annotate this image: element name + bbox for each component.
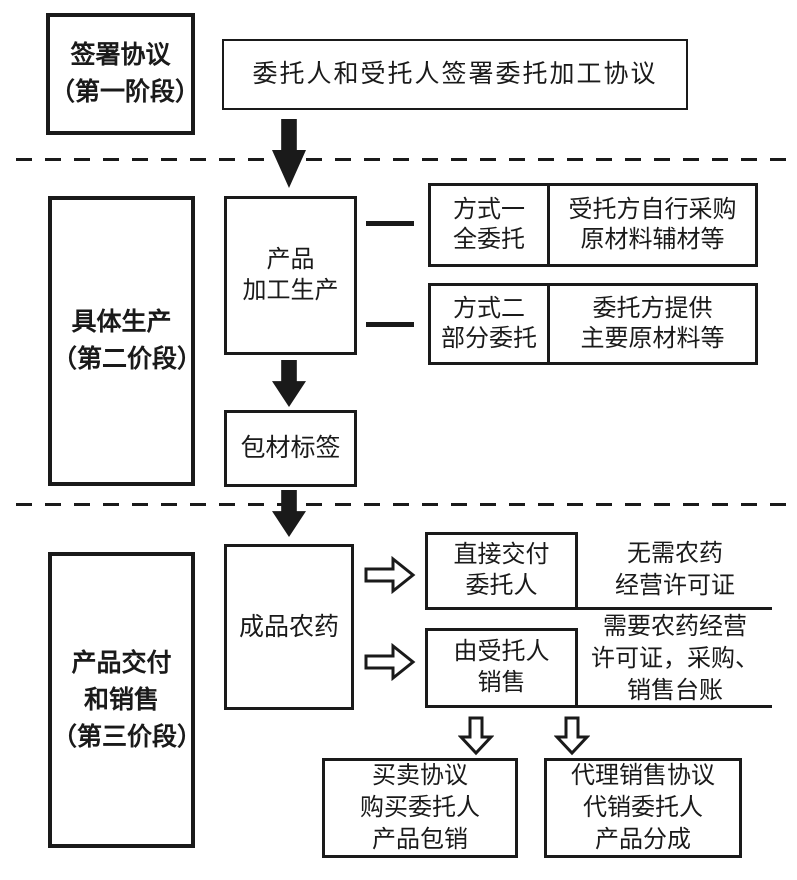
connector-dash-2: [366, 322, 414, 327]
right-arrow-icon: [364, 556, 416, 594]
delivery-direct-note: 无需农药 经营许可证: [578, 532, 772, 610]
mode1-name: 方式一 全委托: [431, 186, 550, 264]
stage1-label: 签署协议 （第一阶段）: [46, 13, 200, 135]
stage-divider-2: [16, 503, 793, 506]
mode1-box: 方式一 全委托 受托方自行采购 原材料辅材等: [428, 183, 758, 267]
delivery-direct-box: 直接交付 委托人: [425, 532, 578, 610]
down-arrow-outline-icon: [458, 716, 494, 756]
delivery-trustee-note: 需要农药经营 许可证，采购、 销售台账: [578, 612, 772, 708]
down-arrow-outline-icon: [554, 716, 590, 756]
mode2-desc: 委托方提供 主要原材料等: [580, 296, 725, 352]
mode1-desc: 受托方自行采购 原材料辅材等: [568, 197, 737, 253]
production-box: 产品 加工生产: [224, 196, 357, 355]
down-arrow-icon: [272, 119, 306, 188]
packaging-box: 包材标签: [224, 410, 357, 487]
stage-divider-1: [16, 158, 793, 161]
down-arrow-icon: [272, 360, 306, 407]
stage3-label: 产品交付 和销售 （第三价段）: [48, 552, 202, 848]
stage2-label: 具体生产 （第二价段）: [48, 196, 202, 486]
product-box: 成品农药: [224, 544, 354, 710]
sales-purchase-box: 买卖协议 购买委托人 产品包销: [322, 758, 518, 858]
right-arrow-icon: [364, 643, 416, 681]
agreement-box: 委托人和受托人签署委托加工协议: [222, 39, 688, 110]
delivery-trustee-box: 由受托人 销售: [425, 628, 578, 708]
connector-dash-1: [366, 221, 414, 226]
down-arrow-icon: [272, 490, 306, 537]
sales-agency-box: 代理销售协议 代销委托人 产品分成: [544, 758, 742, 858]
mode2-name: 方式二 部分委托: [431, 286, 550, 362]
mode2-box: 方式二 部分委托 委托方提供 主要原材料等: [428, 283, 758, 365]
